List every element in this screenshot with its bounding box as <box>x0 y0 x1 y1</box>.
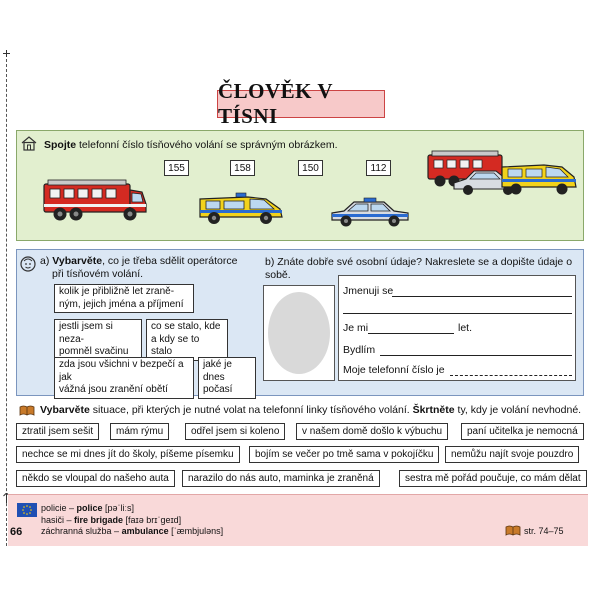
option-line: ným, jejich jména a příjmení <box>59 298 184 310</box>
option-line: zda jsou všichni v bezpečí a jak <box>59 359 184 383</box>
situation-item[interactable]: narazilo do nás auto, maminka je zraněná <box>182 470 380 487</box>
option-victims-info[interactable]: kolik je přibližně let zraně- ným, jejic… <box>54 284 194 313</box>
age-field[interactable] <box>368 333 454 334</box>
page-number: 66 <box>10 526 23 538</box>
option-line: jestli jsem si neza- <box>59 321 113 345</box>
phone-label: Moje telefonní číslo je <box>343 364 445 376</box>
task1-verb: Spojte <box>44 139 77 151</box>
address-label: Bydlím <box>343 344 376 356</box>
task2a-text: , co je třeba sdělit operátorce <box>102 255 238 267</box>
situation-item[interactable]: sestra mě pořád poučuje, co mám dělat <box>399 470 587 487</box>
task3-verb-color: Vybarvěte <box>40 404 90 416</box>
page-title-text: ČLOVĚK V TÍSNI <box>218 79 333 128</box>
situation-item[interactable]: nechce se mi dnes jít do školy, píšeme p… <box>16 446 240 463</box>
situation-item[interactable]: někdo se vloupal do našeho auta <box>16 470 175 487</box>
option-safety-injuries[interactable]: zda jsou všichni v bezpečí a jak vážná j… <box>54 357 194 399</box>
perforation-line <box>6 54 7 546</box>
situation-item[interactable]: paní učitelka je nemocná <box>461 423 584 440</box>
task1-text: telefonní číslo tísňového volání se sprá… <box>76 139 338 151</box>
book-icon <box>505 525 521 536</box>
task3-instruction: Vybarvěte situace, při kterých je nutné … <box>40 404 588 417</box>
name-field-line2[interactable] <box>343 313 572 314</box>
task2a-prefix: a) <box>40 255 53 267</box>
age-label: Je mi <box>343 322 369 334</box>
option-line: vážná jsou zranění obětí <box>59 384 168 395</box>
option-line: jaké je dnes <box>203 359 232 383</box>
address-field[interactable] <box>380 355 572 356</box>
number-158[interactable]: 158 <box>230 160 255 176</box>
task2a-verb: Vybarvěte <box>52 255 103 267</box>
phone-field[interactable] <box>450 375 572 376</box>
house-icon <box>21 136 37 151</box>
page-reference: str. 74–75 <box>505 525 564 536</box>
task2a-instruction: a) Vybarvěte, co je třeba sdělit operáto… <box>40 255 238 268</box>
option-line: a kdy se to stalo <box>151 333 200 358</box>
number-112[interactable]: 112 <box>366 160 391 176</box>
option-what-where-when[interactable]: co se stalo, kde a kdy se to stalo <box>146 319 228 361</box>
task1-instruction: Spojte telefonní číslo tísňového volání … <box>44 139 338 152</box>
situation-item[interactable]: odřel jsem si koleno <box>185 423 286 440</box>
page-title: ČLOVĚK V TÍSNI <box>217 79 385 128</box>
number-155[interactable]: 155 <box>164 160 189 176</box>
situation-item[interactable]: v našem domě došlo k výbuchu <box>296 423 449 440</box>
task3-text1: situace, při kterých je nutné volat na t… <box>89 404 413 416</box>
gloss-line-ambulance: záchranná služba – ambulance [ˈæmbjuləns… <box>41 526 224 536</box>
portrait-oval <box>268 292 330 374</box>
gloss-line-fire-brigade: hasiči – fire brigade [faɪə brɪˈgeɪd] <box>41 514 182 525</box>
book-icon <box>19 405 35 416</box>
situation-item[interactable]: mám rýmu <box>110 423 170 440</box>
task2a-instruction-line2: při tísňovém volání. <box>52 268 144 280</box>
option-line: počasí <box>203 384 233 395</box>
personal-details-form <box>338 275 576 381</box>
emergency-vehicles-group-image[interactable] <box>424 149 580 199</box>
task3-verb-cross: Škrtněte <box>412 404 455 416</box>
thinking-head-icon <box>20 256 36 272</box>
option-line: pomněl svačinu <box>59 346 129 357</box>
age-suffix: let. <box>458 322 473 334</box>
name-field[interactable] <box>392 296 572 297</box>
page-footer <box>8 494 588 546</box>
eu-flag-icon <box>17 503 37 517</box>
number-150[interactable]: 150 <box>298 160 323 176</box>
task2b-instruction: b) Znáte dobře své osobní údaje? Nakresl… <box>265 256 573 281</box>
page-reference-text: str. 74–75 <box>524 525 564 536</box>
ambulance-image[interactable] <box>196 187 286 227</box>
police-car-image[interactable] <box>328 193 412 229</box>
name-label: Jmenuji se <box>343 285 394 297</box>
gloss-line-police: policie – police [pəˈliːs] <box>41 503 135 513</box>
vocabulary-gloss: policie – police [pəˈliːs] hasiči – fire… <box>41 503 223 538</box>
situation-item[interactable]: nemůžu najít svoje pouzdro <box>445 446 580 463</box>
task3-text2: ty, kdy je volání nevhodné. <box>454 404 582 416</box>
option-line: kolik je přibližně let zraně- <box>59 286 175 297</box>
option-forgot-snack[interactable]: jestli jsem si neza- pomněl svačinu <box>54 319 142 361</box>
situation-item[interactable]: bojím se večer po tmě sama v pokojíčku <box>249 446 440 463</box>
self-portrait-frame[interactable] <box>263 285 335 381</box>
fire-truck-image[interactable] <box>40 178 148 224</box>
scissors-mark-top <box>3 50 10 57</box>
situation-item[interactable]: ztratil jsem sešit <box>16 423 100 440</box>
option-line: co se stalo, kde <box>151 321 221 332</box>
option-weather[interactable]: jaké je dnes počasí <box>198 357 256 399</box>
